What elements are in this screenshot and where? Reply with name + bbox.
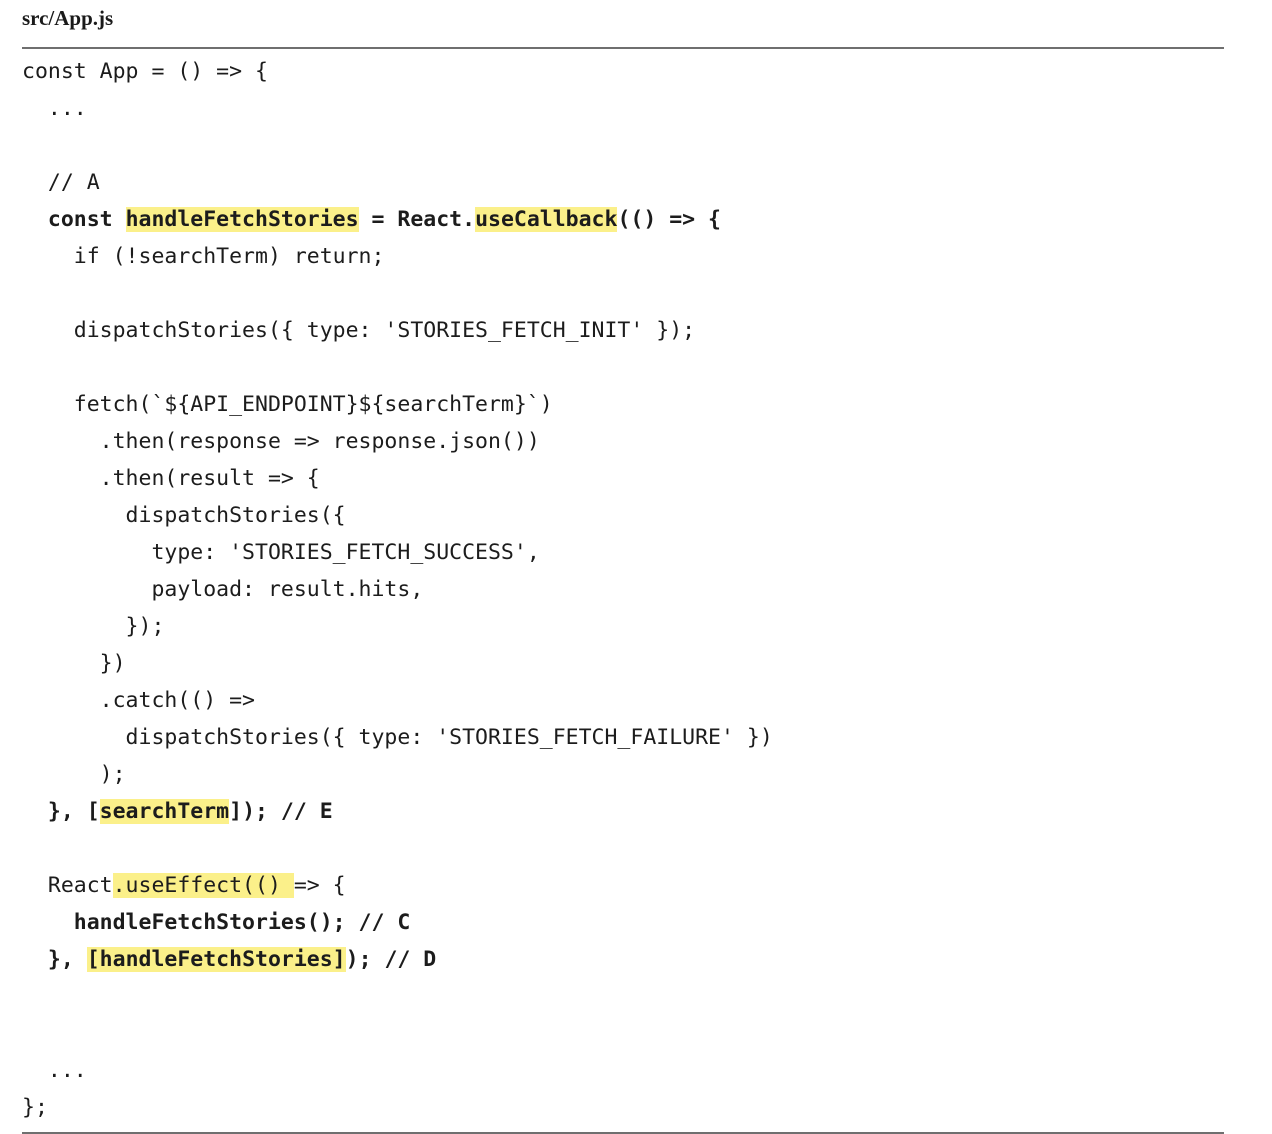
- code-token: );: [22, 762, 126, 787]
- code-line: ...: [22, 90, 1224, 127]
- highlighted-code-token: .useEffect((): [112, 873, 294, 898]
- code-token: .then(response => response.json()): [22, 429, 540, 454]
- code-line: const App = () => {: [22, 53, 1224, 90]
- highlighted-code-token: searchTerm: [99, 799, 230, 824]
- code-line: });: [22, 608, 1224, 645]
- code-line: dispatchStories({ type: 'STORIES_FETCH_F…: [22, 719, 1224, 756]
- code-line: .then(result => {: [22, 460, 1224, 497]
- code-token: ]); // E: [229, 799, 333, 824]
- code-line: handleFetchStories(); // C: [22, 904, 1224, 941]
- code-line: }): [22, 645, 1224, 682]
- code-token: type: 'STORIES_FETCH_SUCCESS',: [22, 540, 540, 565]
- code-token: dispatchStories({: [22, 503, 346, 528]
- code-line: [22, 830, 1224, 867]
- code-line: React.useEffect(() => {: [22, 867, 1224, 904]
- code-token: dispatchStories({ type: 'STORIES_FETCH_I…: [22, 318, 696, 343]
- code-line: .catch(() =>: [22, 682, 1224, 719]
- code-line: };: [22, 1089, 1224, 1126]
- code-line: // A: [22, 164, 1224, 201]
- code-line: dispatchStories({: [22, 497, 1224, 534]
- code-token: .then(result => {: [22, 466, 320, 491]
- code-line: payload: result.hits,: [22, 571, 1224, 608]
- highlighted-code-token: [handleFetchStories]: [86, 947, 346, 972]
- code-line: [22, 1015, 1224, 1052]
- code-line: [22, 127, 1224, 164]
- code-token: .catch(() =>: [22, 688, 255, 713]
- code-line: );: [22, 756, 1224, 793]
- code-token: dispatchStories({ type: 'STORIES_FETCH_F…: [22, 725, 773, 750]
- code-line: ...: [22, 1052, 1224, 1089]
- code-token: if (!searchTerm) return;: [22, 244, 385, 269]
- code-line: [22, 275, 1224, 312]
- code-line: const handleFetchStories = React.useCall…: [22, 201, 1224, 238]
- code-token: (() => {: [617, 207, 722, 232]
- code-token: }): [22, 651, 126, 676]
- code-line: dispatchStories({ type: 'STORIES_FETCH_I…: [22, 312, 1224, 349]
- code-token: => {: [293, 873, 346, 898]
- code-token: });: [22, 614, 165, 639]
- code-token: ...: [22, 1058, 87, 1083]
- code-token: handleFetchStories(); // C: [22, 910, 411, 935]
- code-line: [22, 978, 1224, 1015]
- code-token: const App = () => {: [22, 59, 268, 84]
- code-token: // A: [22, 170, 100, 195]
- code-token: const: [22, 207, 126, 232]
- code-token: ); // D: [345, 947, 437, 972]
- code-line: [22, 349, 1224, 386]
- code-line: .then(response => response.json()): [22, 423, 1224, 460]
- code-token: fetch(`${API_ENDPOINT}${searchTerm}`): [22, 392, 553, 417]
- code-token: ...: [22, 96, 87, 121]
- code-token: React: [22, 873, 113, 898]
- code-block: const App = () => { ... // A const handl…: [22, 49, 1224, 1132]
- code-token: }, [: [22, 799, 100, 824]
- code-line: }, [searchTerm]); // E: [22, 793, 1224, 830]
- code-token: payload: result.hits,: [22, 577, 424, 602]
- highlighted-code-token: handleFetchStories: [125, 207, 359, 232]
- file-label: src/App.js: [22, 6, 114, 30]
- code-token: },: [22, 947, 87, 972]
- code-line: fetch(`${API_ENDPOINT}${searchTerm}`): [22, 386, 1224, 423]
- code-listing: src/App.js const App = () => { ... // A …: [22, 0, 1224, 1134]
- code-line: if (!searchTerm) return;: [22, 238, 1224, 275]
- code-token: = React.: [358, 207, 476, 232]
- code-line: type: 'STORIES_FETCH_SUCCESS',: [22, 534, 1224, 571]
- code-token: };: [22, 1095, 48, 1120]
- top-rule: [22, 47, 1224, 49]
- highlighted-code-token: useCallback: [475, 207, 618, 232]
- code-line: }, [handleFetchStories]); // D: [22, 941, 1224, 978]
